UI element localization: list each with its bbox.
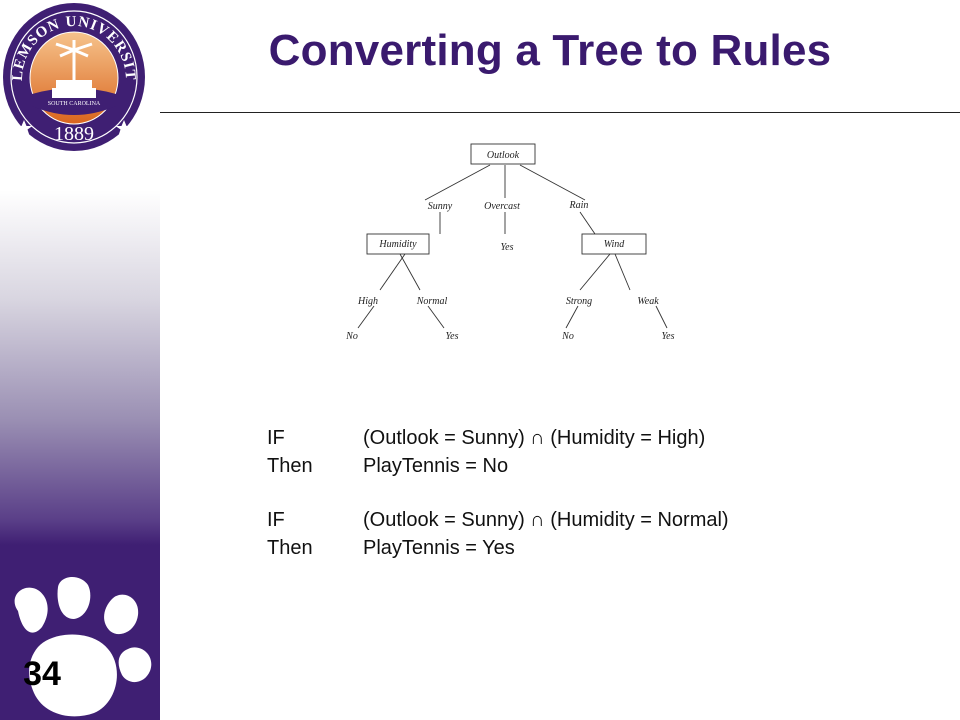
tiger-paw-logo	[14, 576, 152, 717]
slide-number: 34	[23, 655, 61, 693]
seal-state-text: SOUTH CAROLINA	[48, 101, 101, 107]
humidity-node-box	[366, 233, 430, 255]
leaf-strong-no: No	[561, 331, 574, 342]
overcast-leaf: Yes	[501, 242, 514, 253]
root-node-box	[470, 143, 536, 165]
rule-condition: (Outlook = Sunny) ∩ (Humidity = High)	[363, 427, 706, 449]
rule-then-keyword: Then	[267, 537, 313, 559]
rule-result: PlayTennis = Yes	[363, 537, 515, 559]
rule-if-keyword: IF	[267, 509, 285, 531]
seal-year-text: 1889	[54, 123, 94, 145]
branch-high: High	[357, 296, 378, 307]
rules-list: IF(Outlook = Sunny) ∩ (Humidity = High) …	[267, 424, 729, 588]
leaf-high-no: No	[345, 331, 358, 342]
branch-rain: Rain	[569, 200, 589, 211]
branch-sunny: Sunny	[428, 201, 453, 212]
rule-1: IF(Outlook = Sunny) ∩ (Humidity = High) …	[267, 424, 729, 480]
rule-condition: (Outlook = Sunny) ∩ (Humidity = Normal)	[363, 509, 729, 531]
decision-tree-diagram: Outlook Sunny Overcast Rain Humidity Yes…	[345, 143, 675, 342]
leaf-normal-yes: Yes	[446, 331, 459, 342]
rule-result: PlayTennis = No	[363, 455, 509, 477]
slide-title: Converting a Tree to Rules	[268, 26, 832, 75]
rule-if-keyword: IF	[267, 427, 285, 449]
humidity-node-label: Humidity	[378, 239, 417, 250]
branch-weak: Weak	[637, 296, 659, 307]
clemson-seal-logo: CLEMSON UNIVERSITY SOUTH CAROLINA 1889	[2, 2, 145, 151]
rule-then-keyword: Then	[267, 455, 313, 477]
title-divider	[160, 112, 960, 113]
wind-node-box	[581, 233, 647, 255]
branch-normal: Normal	[416, 296, 448, 307]
root-node-label: Outlook	[487, 150, 520, 161]
wind-node-label: Wind	[604, 239, 626, 250]
branch-overcast: Overcast	[484, 201, 520, 212]
leaf-weak-yes: Yes	[662, 331, 675, 342]
rule-2: IF (Outlook = Sunny) ∩ (Humidity = Normal…	[267, 506, 729, 562]
branch-strong: Strong	[566, 296, 592, 307]
